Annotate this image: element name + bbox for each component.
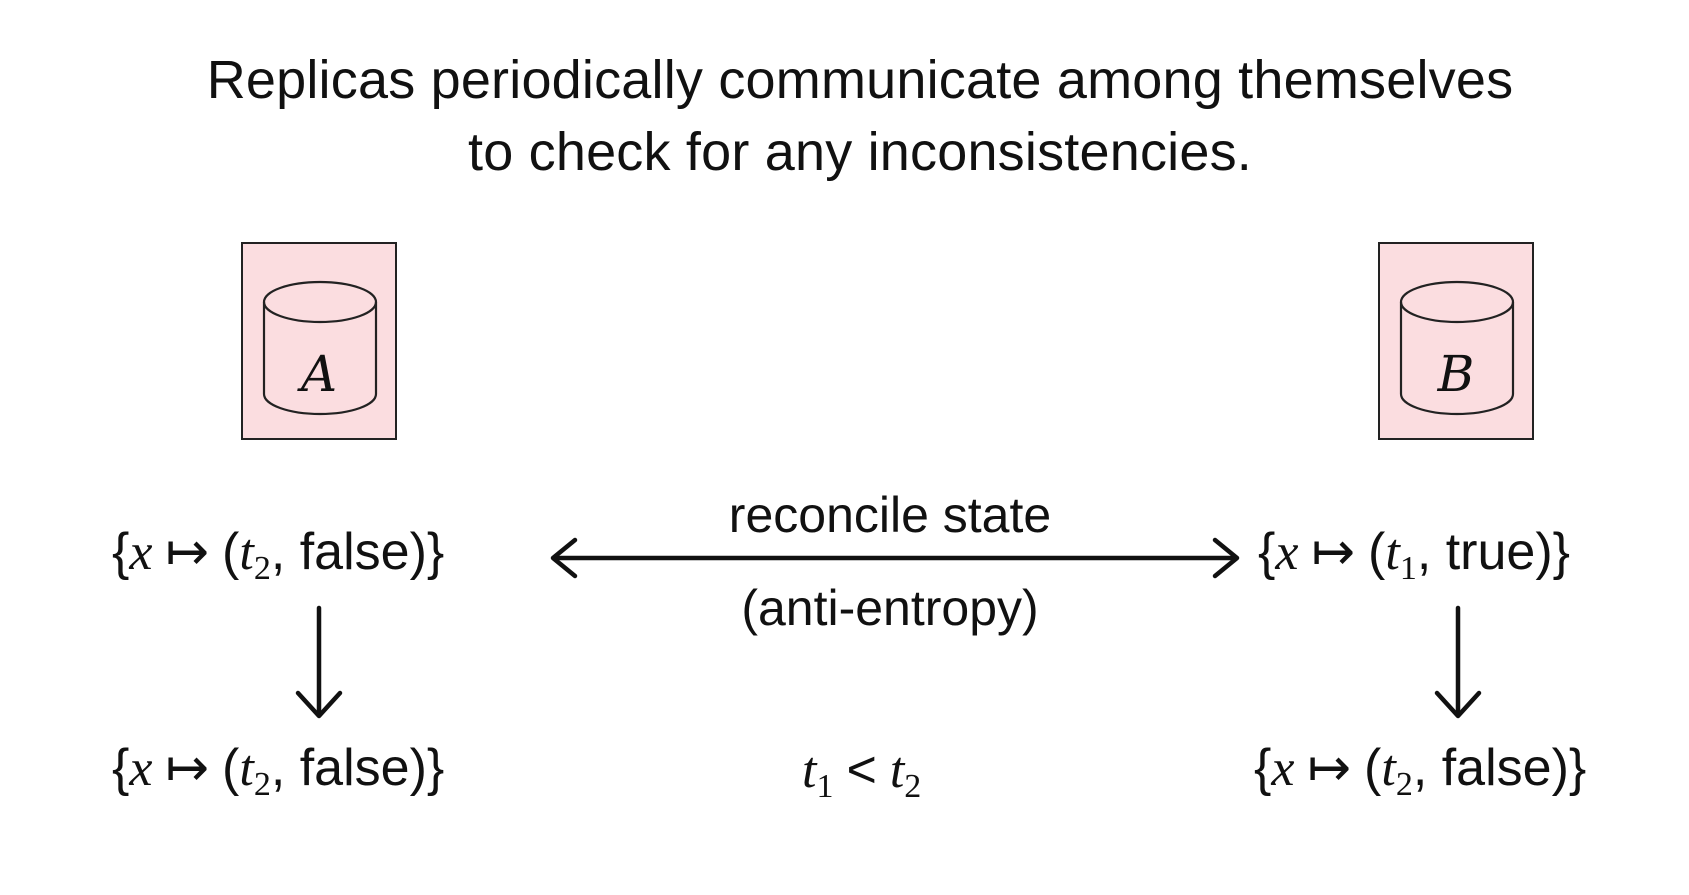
- replica-a-label: A: [300, 345, 338, 403]
- comma: ,: [1416, 523, 1446, 581]
- comma: ,: [270, 739, 300, 797]
- replica-a-state-before: {x ↦ (t2, false)}: [112, 520, 445, 587]
- timestamp-left-index: 1: [816, 768, 834, 805]
- paren-open: (: [222, 523, 240, 581]
- state-variable: x: [129, 740, 153, 797]
- timestamp-relation: t1 < t2: [802, 738, 922, 805]
- brace-open: {: [112, 739, 130, 797]
- paren-close: ): [1535, 523, 1553, 581]
- timestamp-index: 2: [253, 766, 271, 803]
- brace-close: }: [426, 739, 445, 797]
- maps-to-symbol: ↦: [1307, 739, 1352, 797]
- brace-close: }: [1552, 523, 1571, 581]
- timestamp-symbol: t: [239, 524, 254, 581]
- comma: ,: [270, 523, 300, 581]
- replica-b-state-before: {x ↦ (t1, true)}: [1258, 520, 1571, 587]
- paren-open: (: [1368, 523, 1386, 581]
- timestamp-symbol: t: [1385, 524, 1400, 581]
- timestamp-index: 2: [1395, 766, 1413, 803]
- timestamp-index: 1: [1399, 550, 1417, 587]
- reconcile-label: reconcile state: [728, 487, 1052, 543]
- state-variable: x: [1271, 740, 1295, 797]
- brace-open: {: [1258, 523, 1276, 581]
- replica-b-update-arrow: [1434, 605, 1482, 719]
- replica-b-node: B: [1378, 242, 1534, 440]
- maps-to-symbol: ↦: [165, 739, 210, 797]
- state-variable: x: [1275, 524, 1299, 581]
- timestamp-right: t: [889, 742, 905, 799]
- state-value: false: [299, 523, 410, 581]
- maps-to-symbol: ↦: [1311, 523, 1356, 581]
- reconcile-double-arrow: [550, 537, 1240, 579]
- database-icon: [1399, 280, 1515, 416]
- paren-close: ): [409, 523, 427, 581]
- timestamp-symbol: t: [1381, 740, 1396, 797]
- timestamp-left: t: [802, 742, 817, 799]
- paren-close: ): [1551, 739, 1569, 797]
- less-than-symbol: <: [846, 741, 877, 799]
- paren-close: ): [409, 739, 427, 797]
- maps-to-symbol: ↦: [165, 523, 210, 581]
- brace-open: {: [1254, 739, 1272, 797]
- anti-entropy-label: (anti-entropy): [741, 580, 1039, 636]
- state-value: false: [1441, 739, 1552, 797]
- timestamp-right-index: 2: [904, 768, 922, 805]
- paren-open: (: [1364, 739, 1382, 797]
- brace-open: {: [112, 523, 130, 581]
- replica-a-state-after: {x ↦ (t2, false)}: [112, 736, 445, 803]
- replica-b-state-after: {x ↦ (t2, false)}: [1254, 736, 1587, 803]
- state-value: false: [299, 739, 410, 797]
- heading-line-1: Replicas periodically communicate among …: [206, 50, 1514, 110]
- database-icon: [262, 280, 378, 416]
- comma: ,: [1412, 739, 1442, 797]
- heading-line-2: to check for any inconsistencies.: [468, 122, 1252, 182]
- timestamp-index: 2: [253, 550, 271, 587]
- slide-heading: Replicas periodically communicate among …: [0, 44, 1689, 188]
- replica-b-label: B: [1437, 345, 1475, 403]
- paren-open: (: [222, 739, 240, 797]
- brace-close: }: [1568, 739, 1587, 797]
- state-variable: x: [129, 524, 153, 581]
- replica-a-node: A: [241, 242, 397, 440]
- timestamp-symbol: t: [239, 740, 254, 797]
- replica-a-update-arrow: [295, 605, 343, 719]
- state-value: true: [1445, 523, 1536, 581]
- brace-close: }: [426, 523, 445, 581]
